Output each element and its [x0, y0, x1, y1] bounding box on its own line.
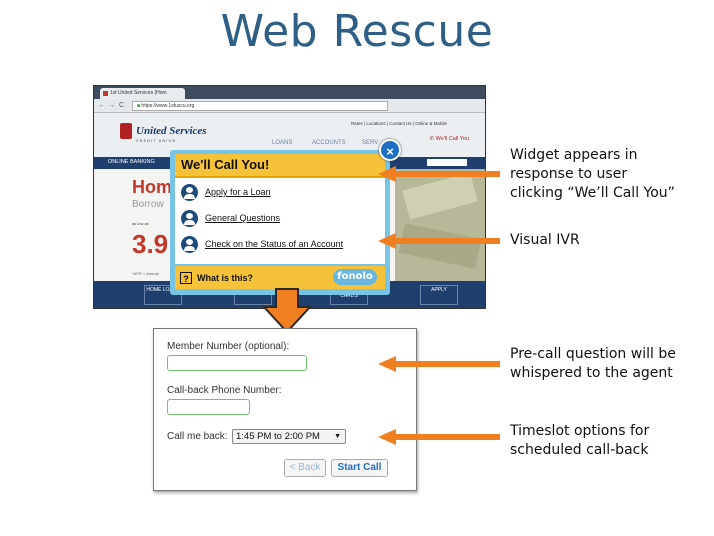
arrow-ivr-icon: [378, 233, 500, 249]
help-icon[interactable]: ?: [180, 272, 192, 284]
widget-option-general-questions[interactable]: General Questions: [181, 210, 381, 228]
note-precall: Pre-call question will be whispered to t…: [510, 345, 676, 383]
note-widget-line-2: response to user: [510, 166, 628, 182]
close-icon[interactable]: ×: [379, 139, 401, 161]
widget-option-apply-loan[interactable]: Apply for a Loan: [181, 184, 381, 202]
person-icon: [181, 236, 198, 253]
phone-number-input[interactable]: [167, 399, 250, 415]
timeslot-value: 1:45 PM to 2:00 PM: [236, 431, 320, 442]
widget-option-label[interactable]: Check on the Status of an Account: [205, 239, 344, 249]
hero-rate: 3.9: [132, 229, 169, 259]
address-bar[interactable]: ■ https://www.1stuscu.org: [132, 101, 388, 111]
logo-sub: CREDIT UNION: [136, 139, 177, 143]
widget-header: We'll Call You!: [175, 154, 385, 178]
call-widget: We'll Call You! Apply for a Loan General…: [170, 150, 390, 295]
member-number-label: Member Number (optional):: [167, 341, 290, 352]
widget-options: Apply for a Loan General Questions Check…: [175, 178, 385, 264]
bottom-nav-apply[interactable]: APPLY: [420, 285, 458, 305]
what-is-this-link[interactable]: What is this?: [197, 273, 253, 283]
logo-name: United Services: [136, 125, 207, 137]
callback-form: Member Number (optional): Call-back Phon…: [153, 328, 417, 491]
slide-title: Web Rescue: [220, 6, 494, 57]
nav-services[interactable]: SERV: [362, 140, 379, 146]
widget-footer: ? What is this? fonolo: [175, 266, 385, 289]
fonolo-logo: fonolo: [333, 269, 377, 285]
hero-money-image: [395, 169, 485, 281]
start-call-button[interactable]: Start Call: [331, 459, 388, 477]
widget-option-account-status[interactable]: Check on the Status of an Account: [181, 236, 381, 254]
person-icon: [181, 184, 198, 201]
hero-small-text: as low as: [132, 221, 149, 226]
nav-accounts[interactable]: ACCOUNTS: [312, 140, 346, 146]
logo-mark-icon: [120, 123, 132, 139]
down-arrow-icon: [262, 288, 313, 334]
bottom-nav-home-loans[interactable]: HOME LOANS: [144, 285, 182, 305]
reload-icon[interactable]: C: [119, 102, 125, 109]
site-top-links[interactable]: Rates | Locations | Contact Us | Online …: [350, 121, 447, 126]
note-widget-line-1: Widget appears in: [510, 147, 638, 163]
person-icon: [181, 210, 198, 227]
widget-title: We'll Call You!: [181, 157, 270, 172]
phone-number-label: Call-back Phone Number:: [167, 385, 282, 396]
note-ivr: Visual IVR: [510, 231, 580, 250]
back-arrow-icon[interactable]: ←: [98, 102, 105, 109]
address-url: https://www.1stuscu.org: [141, 103, 195, 109]
chevron-down-icon: ▼: [334, 433, 341, 440]
browser-tabbar: 1st United Services (Hom: [94, 86, 485, 99]
site-search-input[interactable]: [427, 159, 467, 166]
arrow-timeslot-icon: [378, 429, 500, 445]
site-header: United Services CREDIT UNION Rates | Loc…: [94, 113, 485, 157]
nav-loans[interactable]: LOANS: [272, 140, 293, 146]
forward-arrow-icon[interactable]: →: [108, 102, 115, 109]
timeslot-select[interactable]: 1:45 PM to 2:00 PM ▼: [232, 429, 346, 444]
member-number-input[interactable]: [167, 355, 307, 371]
hero-heading: Home: [132, 177, 183, 197]
browser-tab-title: 1st United Services (Hom: [110, 90, 167, 96]
widget-option-label[interactable]: General Questions: [205, 213, 281, 223]
arrow-widget-icon: [378, 166, 500, 182]
note-timeslot-line-2: scheduled call-back: [510, 442, 649, 458]
online-banking-link[interactable]: ONLINE BANKING: [108, 159, 155, 165]
favicon-icon: [103, 91, 108, 96]
arrow-precall-icon: [378, 356, 500, 372]
note-timeslot: Timeslot options for scheduled call-back: [510, 422, 649, 460]
note-widget-line-3: clicking “We’ll Call You”: [510, 185, 675, 201]
note-timeslot-line-1: Timeslot options for: [510, 423, 650, 439]
well-call-you-label: We'll Call You: [435, 136, 469, 142]
widget-option-label[interactable]: Apply for a Loan: [205, 187, 271, 197]
browser-toolbar: ← → C ■ https://www.1stuscu.org: [94, 99, 485, 113]
note-ivr-line-1: Visual IVR: [510, 232, 580, 248]
hero-subheading: Borrow: [132, 199, 164, 210]
note-precall-line-1: Pre-call question will be: [510, 346, 676, 362]
call-me-back-label: Call me back:: [167, 431, 228, 442]
hero-note: *APR = Annual: [132, 271, 159, 276]
note-precall-line-2: whispered to the agent: [510, 365, 673, 381]
back-button[interactable]: < Back: [284, 459, 326, 477]
note-widget: Widget appears in response to user click…: [510, 146, 675, 203]
lock-icon: ■: [137, 103, 142, 109]
well-call-you-link[interactable]: ✆ We'll Call You: [429, 136, 470, 142]
browser-tab[interactable]: 1st United Services (Hom: [100, 88, 185, 99]
